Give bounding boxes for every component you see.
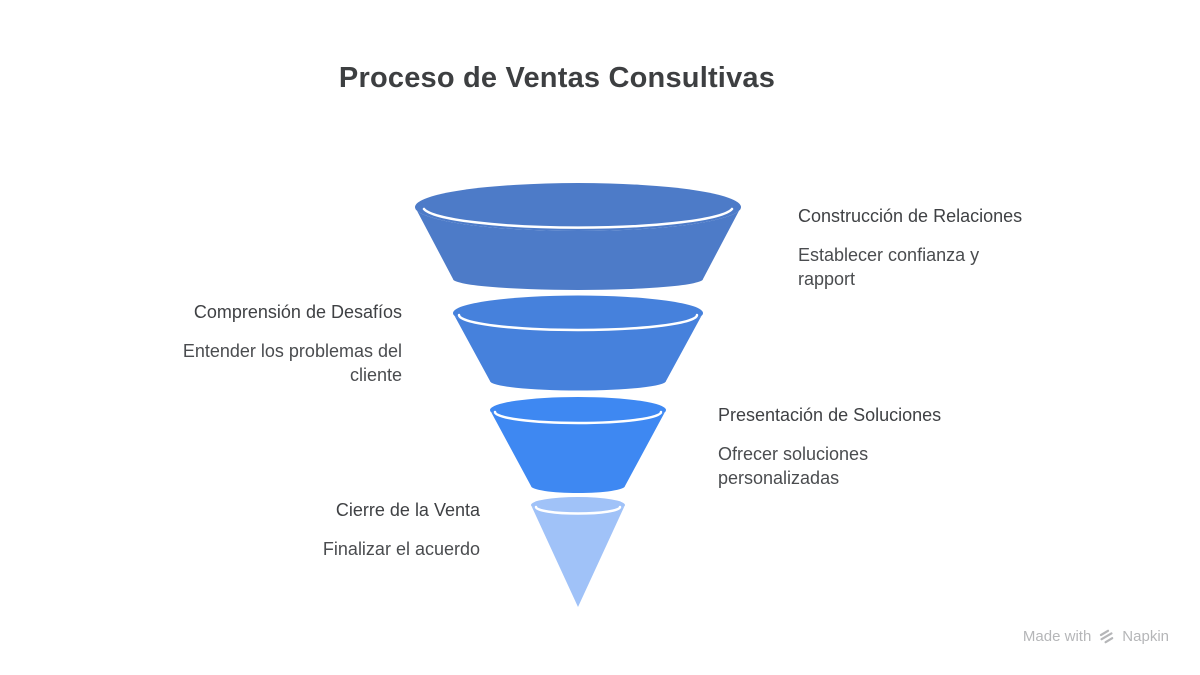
funnel-stage-2-shine-line — [457, 313, 699, 332]
stage-name: Comprensión de Desafíos — [193, 302, 402, 322]
stage-name: Cierre de la Venta — [335, 500, 480, 520]
funnel-stage-1-shine-line — [422, 207, 734, 229]
stage-label-construccion: Construcción de Relaciones Establecer co… — [798, 205, 1028, 291]
stage-description: Finalizar el acuerdo — [322, 539, 480, 559]
napkin-watermark-link[interactable]: Made with Napkin — [1023, 628, 1169, 645]
napkin-logo-icon — [1100, 629, 1114, 644]
stage-name: Presentación de Soluciones — [718, 405, 942, 425]
stage-description: Establecer confianza y rapport — [798, 245, 980, 289]
funnel-stage-1-cap — [415, 183, 741, 231]
funnel-stage-2 — [453, 295, 703, 391]
funnel-stage-2-body — [453, 313, 703, 391]
funnel-stage-3-shine-line — [493, 410, 663, 425]
stage-label-cierre: Cierre de la Venta Finalizar el acuerdo — [240, 499, 480, 561]
stage-name: Construcción de Relaciones — [798, 206, 1023, 226]
funnel-stage-2-cap — [453, 295, 703, 331]
stage-label-presentacion: Presentación de Soluciones Ofrecer soluc… — [718, 404, 968, 490]
funnel-stage-4 — [531, 497, 625, 607]
stage-description: Entender los problemas del cliente — [182, 341, 402, 385]
funnel-stage-1-body — [415, 207, 741, 290]
funnel-stage-4-cap — [531, 497, 625, 513]
diagram-title: Proceso de Ventas Consultivas — [338, 62, 776, 94]
stage-description: Ofrecer soluciones personalizadas — [718, 444, 869, 488]
funnel-stage-3 — [490, 397, 666, 493]
watermark-made-with: Made with — [1022, 628, 1092, 645]
funnel-stage-3-body — [490, 410, 666, 493]
funnel-stage-4-shine-line — [534, 505, 622, 515]
stage-label-comprension: Comprensión de Desafíos Entender los pro… — [142, 301, 402, 387]
funnel-stage-3-cap — [490, 397, 666, 423]
watermark-brand: Napkin — [1122, 628, 1169, 645]
funnel-stage-4-body — [531, 505, 625, 607]
funnel-stage-1 — [415, 183, 741, 290]
